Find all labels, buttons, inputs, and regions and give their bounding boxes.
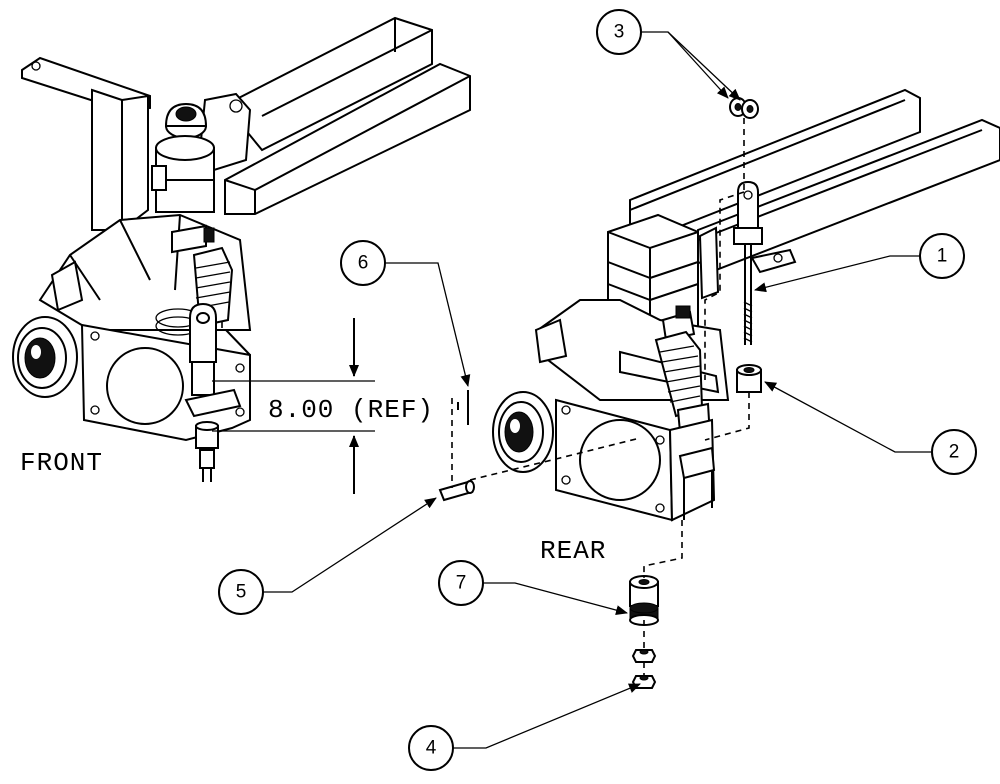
front-wheel-hub <box>12 316 78 398</box>
callout-number-1: 1 <box>937 246 948 267</box>
callout-number-4: 4 <box>426 738 437 759</box>
callout-balloon-2: 2 <box>931 429 977 475</box>
front-view-label: FRONT <box>20 448 103 478</box>
callout-number-7: 7 <box>456 573 467 594</box>
front-shock-absorber <box>184 246 242 482</box>
part-3-washers <box>729 97 759 119</box>
front-upper-bracket <box>21 56 252 233</box>
rear-lower-linkage <box>678 446 716 520</box>
assembly-lines <box>221 118 750 676</box>
callout-balloon-4: 4 <box>408 725 454 771</box>
rear-wheel-hub <box>492 391 554 473</box>
part-1-eye-bolt <box>733 180 763 345</box>
callout-balloon-6: 6 <box>340 240 386 286</box>
dimension-text: 8.00 (REF) <box>268 395 434 425</box>
callout-leaders <box>263 31 932 749</box>
part-6-cotter <box>457 390 469 425</box>
front-brake-plate <box>80 323 251 442</box>
rear-assembly <box>492 88 1000 522</box>
dimension-8-ref: 8.00 (REF) <box>212 318 434 494</box>
callout-balloon-5: 5 <box>218 569 264 615</box>
part-2-spacer <box>736 364 762 393</box>
callout-balloon-1: 1 <box>919 233 965 279</box>
callout-number-2: 2 <box>949 442 960 463</box>
front-air-spring <box>151 102 215 213</box>
callout-balloon-3: 3 <box>596 9 642 55</box>
callout-number-5: 5 <box>236 582 247 603</box>
callout-number-3: 3 <box>614 22 625 43</box>
front-assembly <box>12 16 471 482</box>
part-5-pin <box>438 480 475 502</box>
front-frame-rails <box>223 16 471 215</box>
rear-view-label: REAR <box>540 536 606 566</box>
callout-number-6: 6 <box>358 253 369 274</box>
part-7-bushing-stack <box>629 575 659 626</box>
part-4-nuts <box>631 649 657 689</box>
callout-balloon-7: 7 <box>438 560 484 606</box>
